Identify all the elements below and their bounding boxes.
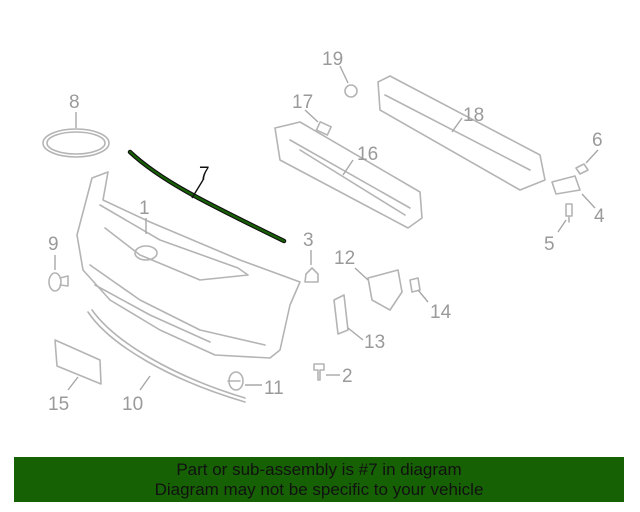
callout-19[interactable]: 19 [322,49,343,70]
callout-10[interactable]: 10 [122,394,143,415]
part-19-nut[interactable] [339,65,358,98]
part-2-screw[interactable] [313,363,340,381]
callout-16[interactable]: 16 [357,144,378,165]
part-15-license-plate-bracket[interactable] [54,339,102,391]
callout-14[interactable]: 14 [430,302,452,323]
banner-line-disclaimer: Diagram may not be specific to your vehi… [154,480,484,499]
callout-6[interactable]: 6 [592,130,603,151]
callout-4[interactable]: 4 [594,206,605,227]
part-3-nut[interactable] [304,250,319,283]
callout-13[interactable]: 13 [364,332,385,353]
callout-7[interactable]: 7 [199,164,210,185]
callout-15[interactable]: 15 [48,394,69,415]
callout-2[interactable]: 2 [342,366,353,387]
callout-17[interactable]: 17 [292,92,313,113]
part-7-molding-highlighted[interactable] [127,149,287,244]
callout-3[interactable]: 3 [303,230,314,251]
part-11-clip[interactable] [227,371,262,391]
part-16-energy-absorber[interactable] [274,121,423,229]
part-17-bracket[interactable] [304,109,332,136]
callout-18[interactable]: 18 [463,105,484,126]
part-8-emblem-ring[interactable] [42,112,110,158]
part-10-lower-molding[interactable] [87,309,246,403]
part-18-reinforcement-beam[interactable] [377,75,546,191]
banner-line-part: Part or sub-assembly is #7 in diagram [176,460,462,479]
callout-8[interactable]: 8 [69,92,80,113]
callout-9[interactable]: 9 [48,234,59,255]
part-12-bracket[interactable] [354,267,403,311]
callout-5[interactable]: 5 [544,234,555,255]
part-4-bracket[interactable] [551,175,596,209]
part-5-bolt[interactable] [557,203,573,233]
part-6-nut[interactable] [575,149,599,175]
callout-12[interactable]: 12 [334,248,355,269]
part-info-banner: Part or sub-assembly is #7 in diagram Di… [14,457,624,502]
callout-1[interactable]: 1 [139,198,150,219]
part-13-bracket[interactable] [333,294,364,341]
parts-diagram: 8 1 7 9 3 16 17 [42,49,605,415]
part-1-bumper-cover[interactable] [76,171,301,359]
part-9-clip[interactable] [48,255,69,292]
part-14-screw[interactable] [409,277,429,303]
callout-11[interactable]: 11 [264,378,284,399]
